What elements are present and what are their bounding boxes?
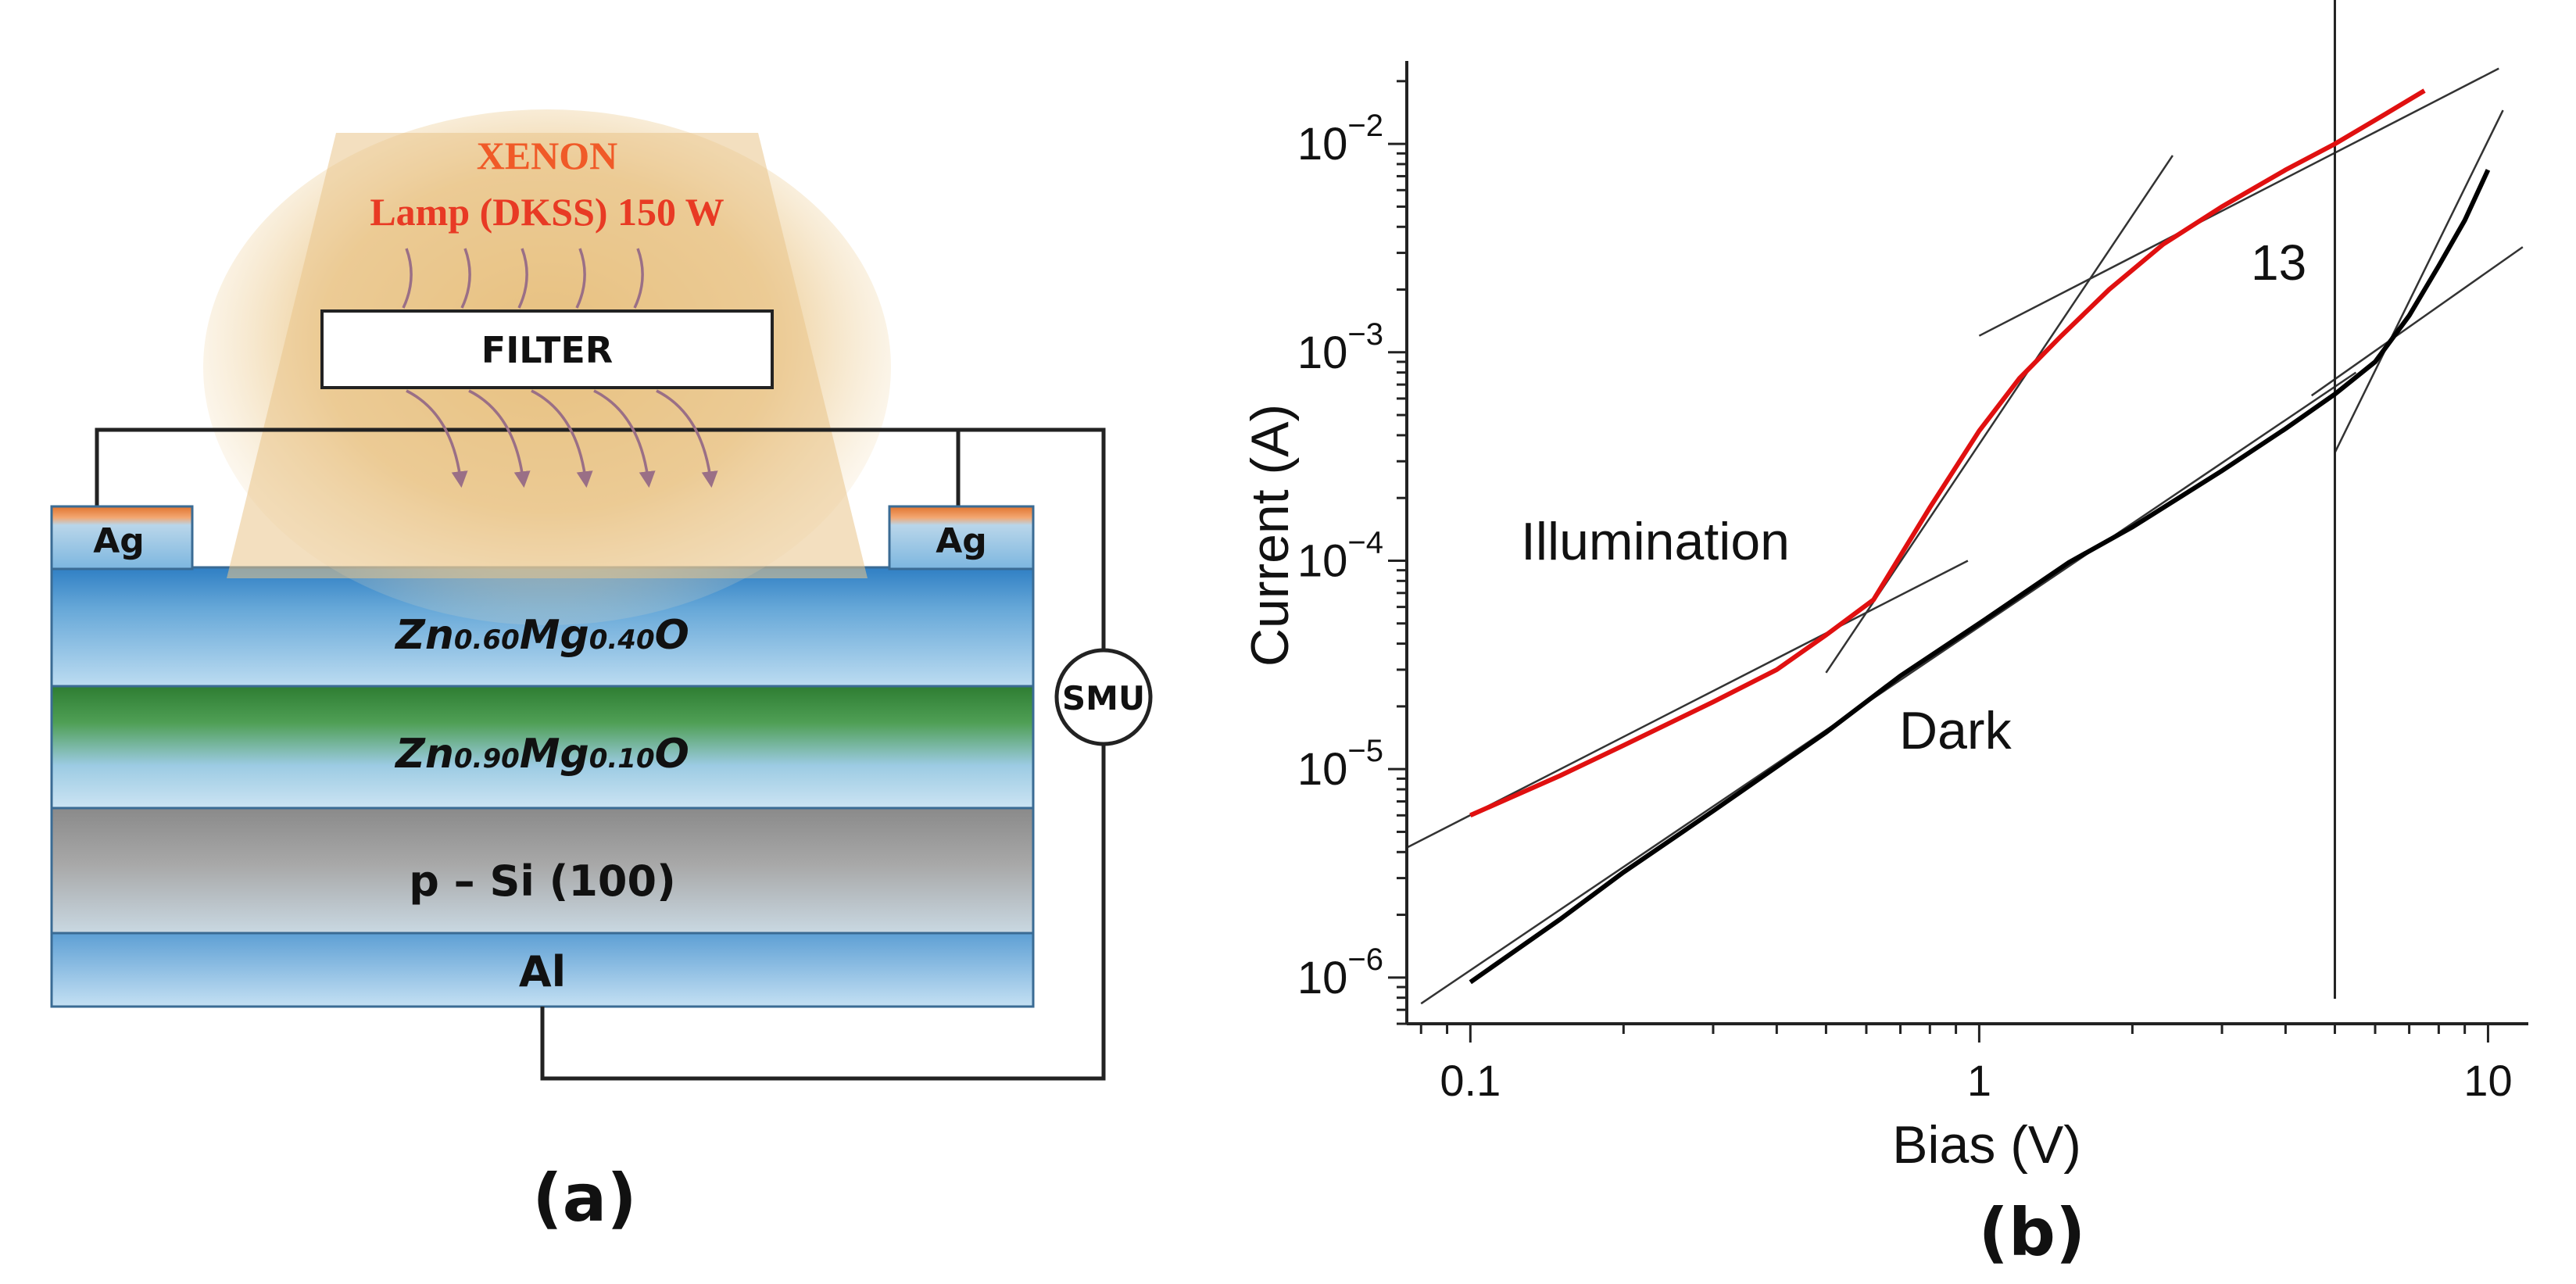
silicon-layer	[50, 807, 1035, 935]
chart-axes	[1405, 61, 2528, 1025]
ray-arrow	[656, 389, 718, 488]
circuit-wires	[95, 427, 1106, 1081]
ag-label-left: Ag	[93, 521, 145, 561]
label-dark: Dark	[1899, 701, 2012, 760]
fit-line	[1978, 67, 2499, 337]
fit-line	[2310, 246, 2524, 397]
label-illumination: Illumination	[1521, 512, 1790, 571]
annotation-13: 13	[2251, 234, 2306, 291]
filter-label: FILTER	[481, 329, 613, 371]
substrate-label: p – Si (100)	[409, 857, 676, 906]
smu-label: SMU	[1062, 679, 1145, 717]
x-tick-label: 1	[1967, 1056, 1991, 1105]
panel-b-chart: 0.1 1 10 10−6 10−5 10−4 10−3 10−2 Bias (V) Cur…	[1240, 0, 2528, 1271]
y-tick-label: 10−6	[1297, 942, 1383, 1003]
ag-electrode-right	[888, 505, 1035, 570]
zmo-green-layer	[50, 685, 1035, 810]
fit-line	[1420, 371, 2357, 1005]
ray-arrow	[406, 389, 468, 488]
ray-arrow	[531, 389, 593, 488]
series-illumination	[1469, 88, 2426, 818]
ray-arrow	[468, 389, 531, 488]
ag-electrode-left	[50, 505, 194, 570]
y-ticks: 10−6 10−5 10−4 10−3 10−2	[1297, 80, 1407, 1025]
y-tick-label: 10−5	[1297, 734, 1383, 795]
x-axis-title: Bias (V)	[1892, 1115, 2081, 1175]
x-tick-label: 0.1	[1440, 1056, 1501, 1105]
back-contact-label: Al	[519, 947, 566, 996]
y-axis-title: Current (A)	[1240, 404, 1300, 667]
panel-a: Ag Ag XENON Lamp (DKSS) 150 W FILTER Zn0…	[50, 109, 1153, 1236]
fit-line	[2334, 109, 2504, 453]
ag-label-right: Ag	[936, 521, 987, 561]
filter-box	[320, 309, 774, 389]
caption-a: (a)	[532, 1160, 636, 1236]
layer-zmo-060-label: Zn0.60Mg0.40O	[394, 612, 689, 659]
aluminum-layer	[50, 932, 1035, 1008]
lamp-title: XENON	[477, 134, 618, 177]
y-tick-label: 10−3	[1297, 317, 1383, 378]
layer-zmo-090-label: Zn0.90Mg0.10O	[394, 731, 689, 778]
y-tick-label: 10−4	[1297, 525, 1383, 586]
y-tick-label: 10−2	[1297, 109, 1383, 170]
x-tick-label: 10	[2463, 1056, 2512, 1105]
caption-b: (b)	[1979, 1194, 2086, 1271]
light-rays	[402, 248, 718, 488]
series-dark	[1469, 169, 2491, 985]
lamp-spec: Lamp (DKSS) 150 W	[370, 190, 724, 234]
x-ticks: 0.1 1 10	[1419, 1024, 2513, 1105]
ray-arrow	[593, 389, 656, 488]
smu-meter	[1054, 648, 1153, 746]
